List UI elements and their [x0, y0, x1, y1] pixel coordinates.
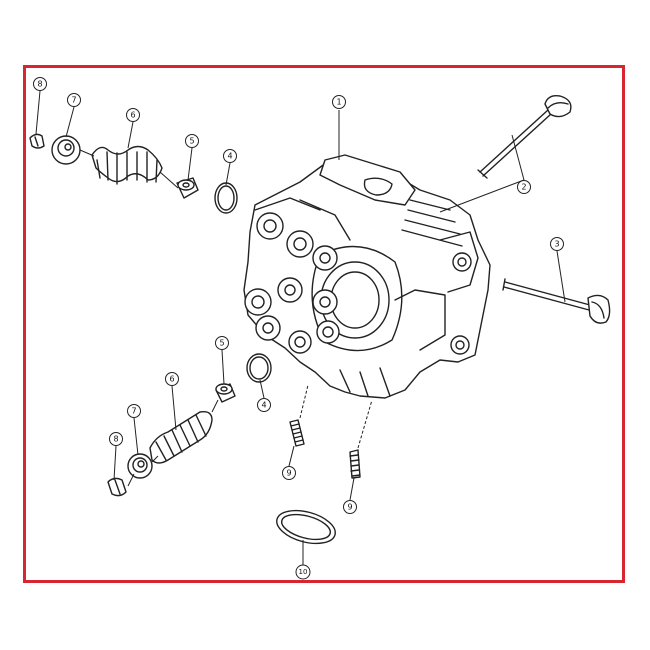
stud-bolts [289, 384, 373, 479]
callout-4-top: 4 [223, 149, 237, 163]
callout-3-label: 3 [554, 240, 559, 249]
spring-retainer-top [51, 135, 81, 165]
callout-10-label: 10 [299, 568, 308, 576]
valve-spring-seat-top [214, 182, 238, 214]
intake-valve [477, 94, 572, 179]
callout-4-top-label: 4 [227, 152, 232, 161]
callout-8-bottom: 8 [109, 432, 123, 446]
callout-6-top: 6 [126, 108, 140, 122]
callout-9-left: 9 [282, 466, 296, 480]
callout-7-bottom-label: 7 [131, 407, 136, 416]
valve-spring-top [91, 145, 163, 185]
bottom-valve-train [107, 353, 272, 497]
callout-9-right: 9 [343, 500, 357, 514]
valve-stem-seal-bottom [215, 383, 236, 403]
exhaust-valve [502, 278, 611, 324]
callout-10: 10 [295, 564, 311, 580]
valve-spring-seat-bottom [246, 353, 272, 383]
callout-1: 1 [332, 95, 346, 109]
callout-6-bottom: 6 [165, 372, 179, 386]
callout-7-top-label: 7 [71, 96, 76, 105]
head-gasket-ring [276, 509, 336, 545]
top-valve-train [29, 133, 238, 214]
spring-retainer-bottom [127, 453, 153, 479]
valve-cotter-bottom [107, 477, 127, 497]
callout-9-left-label: 9 [286, 469, 291, 478]
callout-2: 2 [517, 180, 531, 194]
callout-4-bottom-label: 4 [261, 401, 266, 410]
callout-3: 3 [550, 237, 564, 251]
callout-5-bottom-label: 5 [219, 339, 224, 348]
callout-4-bottom: 4 [257, 398, 271, 412]
callout-5-top-label: 5 [189, 137, 194, 146]
leader-lines [35, 90, 566, 565]
callout-8-bottom-label: 8 [113, 435, 118, 444]
callout-8-top: 8 [33, 77, 47, 91]
callout-5-top: 5 [185, 134, 199, 148]
valve-spring-bottom [149, 410, 213, 464]
diagram-frame [23, 65, 625, 583]
callout-9-right-label: 9 [347, 503, 352, 512]
valve-stem-seal-top [176, 177, 199, 199]
stud-right [349, 449, 361, 479]
callout-6-top-label: 6 [130, 111, 135, 120]
stud-left [289, 419, 305, 447]
valve-cotter-top [29, 133, 45, 149]
callout-1-label: 1 [336, 98, 341, 107]
callout-7-bottom: 7 [127, 404, 141, 418]
cylinder-head [243, 154, 491, 399]
callout-5-bottom: 5 [215, 336, 229, 350]
callout-7-top: 7 [67, 93, 81, 107]
callout-8-top-label: 8 [37, 80, 42, 89]
callout-6-bottom-label: 6 [169, 375, 174, 384]
callout-2-label: 2 [521, 183, 526, 192]
